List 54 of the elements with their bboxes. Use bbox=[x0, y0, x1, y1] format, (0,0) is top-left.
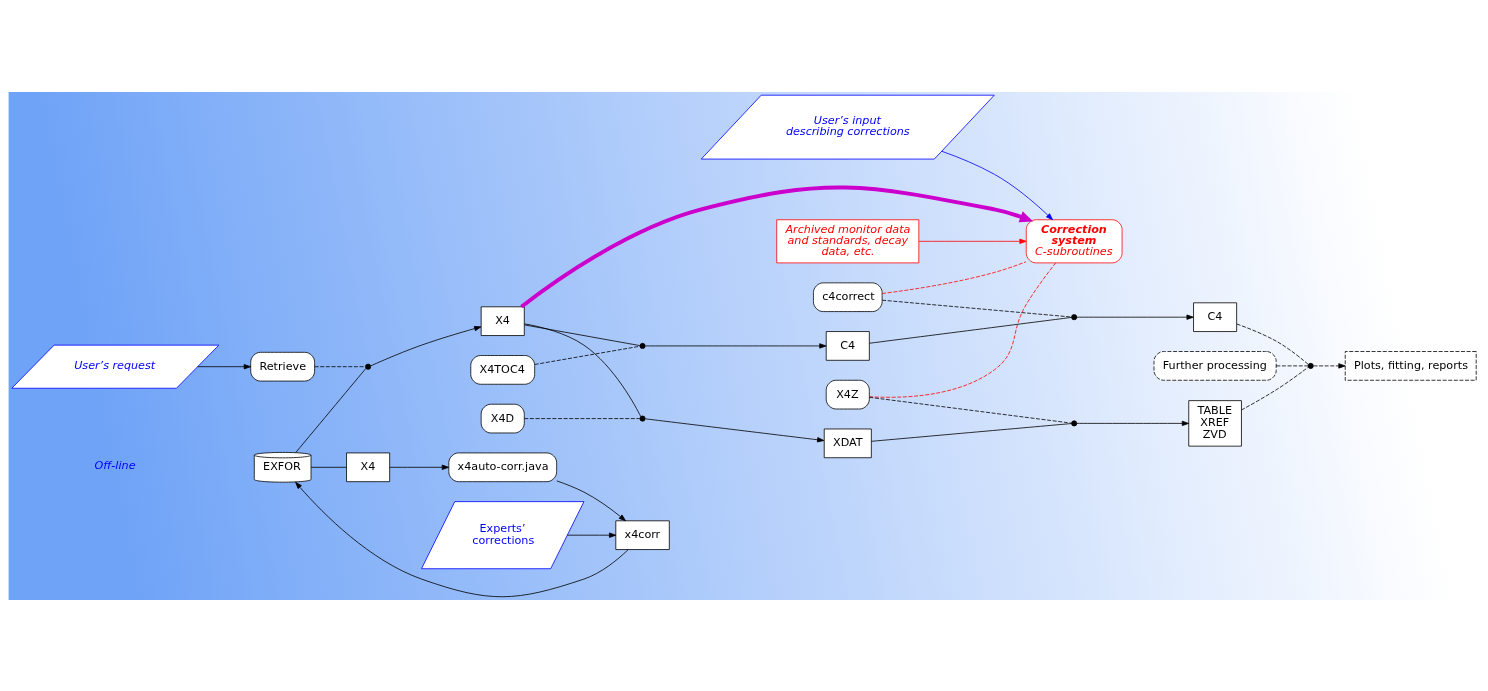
arrow bbox=[197, 363, 251, 369]
node-box: X4 bbox=[480, 305, 525, 336]
arrow bbox=[644, 342, 827, 349]
node-box: XDAT bbox=[823, 428, 872, 458]
connector bbox=[524, 322, 642, 417]
connector bbox=[295, 367, 367, 453]
node-box: Retrieve bbox=[250, 351, 315, 381]
arrow bbox=[520, 185, 1034, 308]
connector bbox=[524, 324, 641, 346]
connector bbox=[314, 365, 366, 367]
node-dot bbox=[1307, 362, 1314, 369]
connector bbox=[534, 345, 641, 365]
connector bbox=[1275, 365, 1309, 366]
node-dot bbox=[1071, 419, 1078, 426]
node-box: X4D bbox=[480, 403, 525, 433]
node-box: C4 bbox=[1193, 301, 1238, 332]
node-box: c4correct bbox=[813, 281, 883, 312]
connector bbox=[870, 422, 1072, 442]
arrow bbox=[1313, 362, 1346, 369]
arrow bbox=[295, 481, 629, 597]
connector bbox=[524, 417, 641, 419]
connector bbox=[881, 260, 1027, 294]
label: Off-line bbox=[94, 458, 136, 472]
node-box: X4 bbox=[346, 452, 391, 482]
connector bbox=[869, 396, 1072, 424]
arrow bbox=[941, 150, 1053, 220]
arrow bbox=[644, 417, 825, 442]
node-dot bbox=[1071, 313, 1078, 320]
node-dot bbox=[639, 342, 646, 349]
node-box: x4corr bbox=[615, 519, 670, 550]
connector bbox=[1241, 366, 1309, 410]
node-dot bbox=[365, 363, 372, 370]
arrow bbox=[567, 532, 617, 538]
node-box: x4auto-corr.java bbox=[448, 452, 558, 482]
connector bbox=[869, 262, 1056, 398]
node-box: TABLE XREF ZVD bbox=[1188, 399, 1242, 447]
arrow bbox=[918, 238, 1027, 244]
node-box: Correction system C-subroutines bbox=[1025, 218, 1123, 263]
connector bbox=[869, 316, 1072, 344]
node-box: X4Z bbox=[825, 379, 870, 409]
node-box: Plots, fitting, reports bbox=[1344, 350, 1477, 381]
arrow bbox=[556, 480, 626, 521]
node-box: Archived monitor data and standards, decay data, etc. bbox=[776, 218, 920, 263]
node-box: Further processing bbox=[1153, 350, 1277, 381]
node-box: X4TOC4 bbox=[470, 354, 536, 385]
connector bbox=[1236, 323, 1309, 365]
arrow bbox=[370, 325, 482, 366]
node-dot bbox=[639, 415, 646, 422]
connector bbox=[881, 299, 1072, 317]
connector bbox=[310, 466, 347, 468]
node-box: C4 bbox=[825, 330, 870, 361]
arrow bbox=[1076, 314, 1194, 320]
arrow bbox=[1076, 420, 1189, 426]
arrow bbox=[389, 464, 449, 470]
